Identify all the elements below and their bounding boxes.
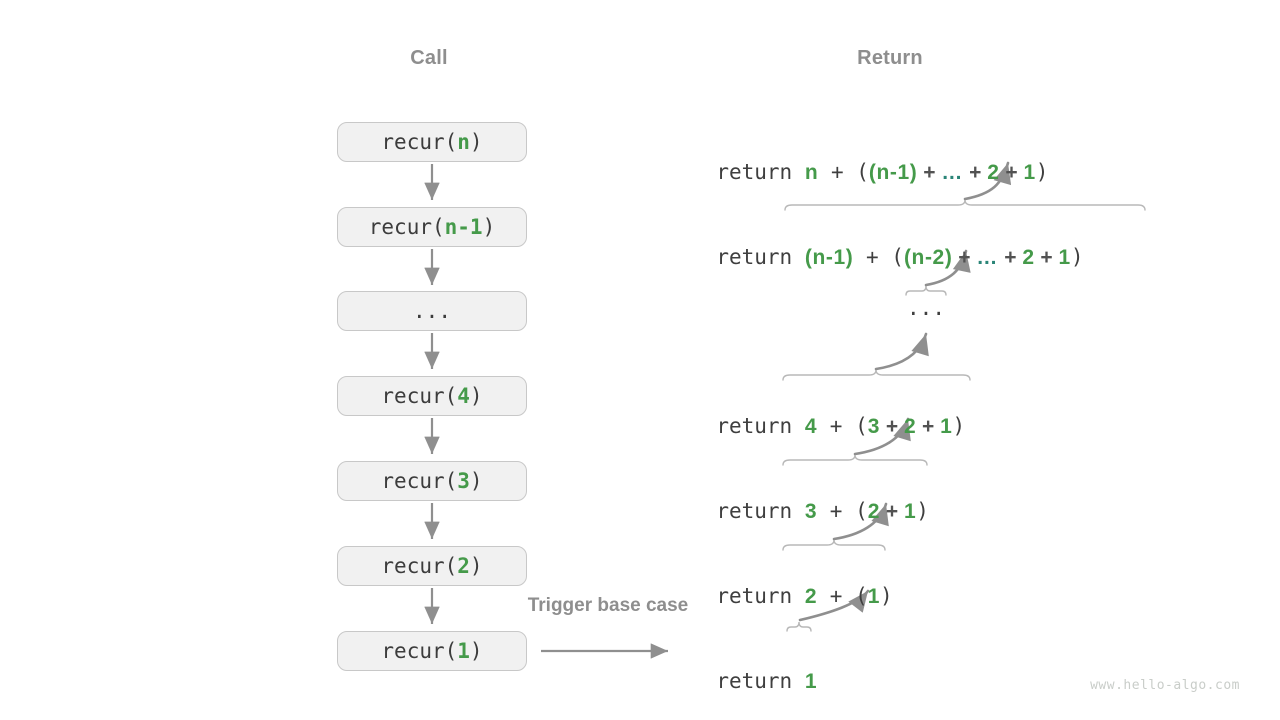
brace-row6 [782,539,886,551]
return-column-header: Return [857,47,923,69]
call-column-header: Call [410,47,448,69]
call-box-recur-n: recur(n) [337,122,527,162]
call-box-text: recur( [381,639,458,663]
brace-row2 [784,199,1146,211]
call-box-text: recur( [381,554,458,578]
brace-row3 [905,285,947,296]
call-box-text: ... [413,299,451,323]
watermark: www.hello-algo.com [1090,678,1240,693]
call-box-text: recur( [381,384,458,408]
call-box-recur-1: recur(1) [337,631,527,671]
call-box-arg: n-1 [444,215,483,239]
return-line-ellipsis: ... [907,296,945,320]
call-box-text: recur( [368,215,445,239]
return-line-7: return 1 [716,669,818,693]
call-box-ellipsis: ... [337,291,527,331]
return-line-4: return 4 + (3 + 2 + 1) [716,414,966,438]
brace-row4 [782,369,971,381]
call-box-text: recur( [381,130,458,154]
return-line-2: return (n-1) + ((n-2) + … + 2 + 1) [716,245,1084,269]
call-box-arg: 1 [457,639,470,663]
call-box-arg: 2 [457,554,470,578]
call-box-recur-4: recur(4) [337,376,527,416]
call-box-arg: n [457,130,470,154]
brace-row5 [782,454,928,466]
call-box-arg: 4 [457,384,470,408]
return-line-1: return n + ((n-1) + … + 2 + 1) [716,160,1049,184]
return-line-5: return 3 + (2 + 1) [716,499,929,523]
return-arrow-4to3 [874,332,929,371]
call-box-recur-3: recur(3) [337,461,527,501]
return-line-6: return 2 + (1) [716,584,893,608]
call-box-recur-n-1: recur(n-1) [337,207,527,247]
call-box-text: recur( [381,469,458,493]
call-box-arg: 3 [457,469,470,493]
trigger-base-case-label: Trigger base case [527,595,689,616]
call-box-recur-2: recur(2) [337,546,527,586]
brace-row7 [786,621,812,632]
